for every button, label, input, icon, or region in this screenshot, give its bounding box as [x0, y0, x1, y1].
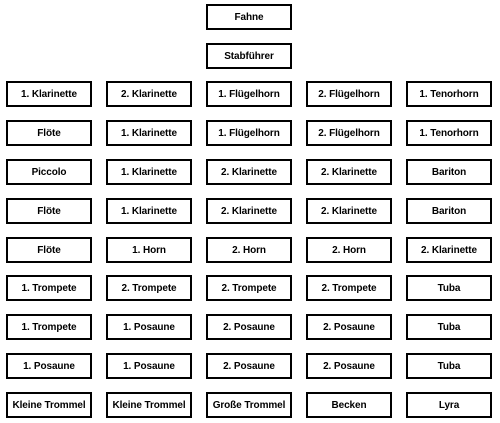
- instrument-box-r1-c5: 1. Tenorhorn: [406, 81, 492, 107]
- instrument-box-r4-c3: 2. Klarinette: [206, 198, 292, 224]
- instrument-box-r8-c3: 2. Posaune: [206, 353, 292, 379]
- instrument-box-r1-c1: 1. Klarinette: [6, 81, 92, 107]
- instrument-box-r5-c5: 2. Klarinette: [406, 237, 492, 263]
- instrument-box-r9-c5: Lyra: [406, 392, 492, 418]
- instrument-box-r5-c3: 2. Horn: [206, 237, 292, 263]
- instrument-box-r4-c1: Flöte: [6, 198, 92, 224]
- instrument-box-r3-c5: Bariton: [406, 159, 492, 185]
- instrument-box-r6-c5: Tuba: [406, 275, 492, 301]
- instrument-box-r8-c5: Tuba: [406, 353, 492, 379]
- instrument-box-r6-c3: 2. Trompete: [206, 275, 292, 301]
- instrument-box-r1-c2: 2. Klarinette: [106, 81, 192, 107]
- instrument-box-r4-c2: 1. Klarinette: [106, 198, 192, 224]
- instrument-box-r6-c4: 2. Trompete: [306, 275, 392, 301]
- instrument-box-r5-c4: 2. Horn: [306, 237, 392, 263]
- instrument-box-r9-c1: Kleine Trommel: [6, 392, 92, 418]
- instrument-box-r8-c4: 2. Posaune: [306, 353, 392, 379]
- instrument-box-r8-c1: 1. Posaune: [6, 353, 92, 379]
- instrument-box-r6-c2: 2. Trompete: [106, 275, 192, 301]
- instrument-box-r8-c2: 1. Posaune: [106, 353, 192, 379]
- instrument-box-r4-c5: Bariton: [406, 198, 492, 224]
- instrument-box-r3-c4: 2. Klarinette: [306, 159, 392, 185]
- instrument-box-r2-c1: Flöte: [6, 120, 92, 146]
- instrument-box-r9-c2: Kleine Trommel: [106, 392, 192, 418]
- instrument-box-r7-c4: 2. Posaune: [306, 314, 392, 340]
- instrument-box-r2-c5: 1. Tenorhorn: [406, 120, 492, 146]
- instrument-box-r3-c3: 2. Klarinette: [206, 159, 292, 185]
- instrument-box-r7-c3: 2. Posaune: [206, 314, 292, 340]
- instrument-box-r1-c3: 1. Flügelhorn: [206, 81, 292, 107]
- instrument-box-r6-c1: 1. Trompete: [6, 275, 92, 301]
- instrument-box-r5-c2: 1. Horn: [106, 237, 192, 263]
- header-box-flag: Fahne: [206, 4, 292, 30]
- instrument-box-r9-c4: Becken: [306, 392, 392, 418]
- instrument-box-r9-c3: Große Trommel: [206, 392, 292, 418]
- instrument-box-r7-c5: Tuba: [406, 314, 492, 340]
- instrument-box-r7-c2: 1. Posaune: [106, 314, 192, 340]
- instrument-box-r4-c4: 2. Klarinette: [306, 198, 392, 224]
- instrument-box-r1-c4: 2. Flügelhorn: [306, 81, 392, 107]
- instrument-box-r2-c3: 1. Flügelhorn: [206, 120, 292, 146]
- instrument-box-r3-c1: Piccolo: [6, 159, 92, 185]
- instrument-box-r7-c1: 1. Trompete: [6, 314, 92, 340]
- header-box-drum-major: Stabführer: [206, 43, 292, 69]
- instrument-box-r5-c1: Flöte: [6, 237, 92, 263]
- instrument-box-r3-c2: 1. Klarinette: [106, 159, 192, 185]
- instrument-box-r2-c2: 1. Klarinette: [106, 120, 192, 146]
- instrument-box-r2-c4: 2. Flügelhorn: [306, 120, 392, 146]
